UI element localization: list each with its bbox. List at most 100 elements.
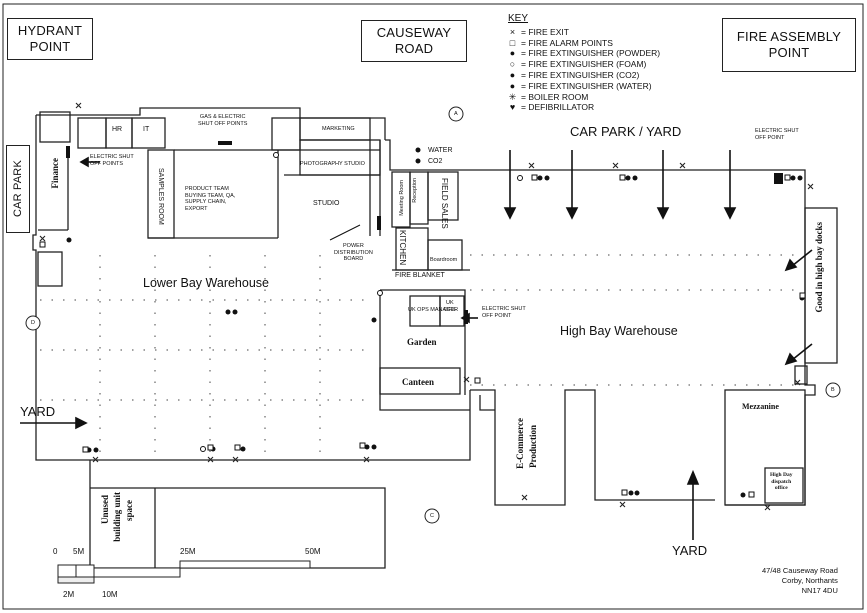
legend-title: KEY bbox=[508, 13, 529, 24]
legend: KEY × = FIRE EXIT □ = FIRE ALARM POINTS ● =… bbox=[508, 13, 708, 113]
address-block: 47/48 Causeway Road Corby, Northants NN1… bbox=[762, 566, 838, 596]
legend-item: × = FIRE EXIT bbox=[508, 27, 708, 38]
legend-label: = BOILER ROOM bbox=[521, 91, 589, 102]
dispatch-line-1: High Day bbox=[770, 472, 793, 478]
room-production: Production bbox=[528, 425, 538, 468]
address-line-1: 47/48 Causeway Road bbox=[762, 566, 838, 575]
boiler-room-icon: ✳ bbox=[508, 91, 517, 102]
causeway-line-2: ROAD bbox=[394, 41, 434, 56]
water-label: WATER bbox=[428, 147, 453, 154]
gas-line-1: GAS & ELECTRIC bbox=[199, 114, 246, 120]
gas-line-2: SHUT OFF POINTS bbox=[198, 120, 248, 127]
car-park-left-text: CAR PARK bbox=[12, 160, 24, 218]
room-finance: Finance bbox=[50, 158, 60, 189]
legend-item: ○ = FIRE EXTINGUISHER (FOAM) bbox=[508, 59, 708, 70]
gas-electric-shutoff: GAS & ELECTRIC SHUT OFF POINTS bbox=[198, 114, 247, 127]
scale-label-2m: 2M bbox=[63, 590, 75, 599]
room-dispatch-office: High Day dispatch office bbox=[770, 472, 792, 492]
legend-item: ● = FIRE EXTINGUISHER (WATER) bbox=[508, 81, 708, 92]
co2-label: CO2 bbox=[428, 158, 443, 165]
extinguisher-water-icon: ● bbox=[509, 80, 516, 91]
yard-bottom-label: YARD bbox=[672, 543, 708, 558]
esl-line-1: ELECTRIC SHUT bbox=[90, 154, 134, 160]
room-ops-manager: UK OPS MANAGER bbox=[408, 307, 459, 313]
room-canteen: Canteen bbox=[402, 377, 434, 387]
room-meeting: Meeting Room bbox=[399, 180, 405, 216]
scale-label-0: 0 bbox=[53, 547, 58, 556]
extinguisher-powder-icon: ● bbox=[509, 48, 516, 59]
page-border bbox=[2, 3, 864, 610]
electric-shutoff-mid: ELECTRIC SHUT OFF POINT bbox=[482, 306, 526, 319]
electric-shutoff-left: ELECTRIC SHUT OFF POINTS bbox=[90, 154, 134, 167]
legend-label: = FIRE EXTINGUISHER (POWDER) bbox=[521, 48, 661, 59]
address-line-3: NN17 4DU bbox=[801, 586, 838, 595]
area-unused-line-2: building unit bbox=[112, 492, 122, 542]
product-line-1: PRODUCT TEAM bbox=[185, 186, 229, 192]
uk-ops-line-2: OPS bbox=[444, 306, 456, 313]
legend-item: □ = FIRE ALARM POINTS bbox=[508, 38, 708, 49]
circle-c-label: C bbox=[430, 513, 434, 519]
circle-d-label: D bbox=[31, 320, 35, 326]
product-line-3: SUPPLY CHAIN, bbox=[185, 199, 227, 205]
legend-label: = FIRE ALARM POINTS bbox=[521, 37, 613, 48]
area-unused-line-3: space bbox=[124, 500, 134, 521]
assembly-line-1: FIRE ASSEMBLY bbox=[736, 29, 842, 44]
address-line-2: Corby, Northants bbox=[781, 576, 838, 585]
scale-label-50m: 50M bbox=[305, 547, 321, 556]
legend-label: = FIRE EXIT bbox=[521, 26, 569, 37]
circle-a-label: A bbox=[454, 111, 458, 117]
pdb-line-3: BOARD bbox=[343, 256, 364, 262]
assembly-line-2: POINT bbox=[768, 45, 810, 60]
esr-line-1: ELECTRIC SHUT bbox=[755, 128, 799, 134]
esr-line-2: OFF POINT bbox=[755, 134, 785, 141]
scale-label-10m: 10M bbox=[102, 590, 118, 599]
room-uk-ops: UK OPS bbox=[444, 300, 456, 313]
legend-item: ● = FIRE EXTINGUISHER (POWDER) bbox=[508, 48, 708, 59]
extinguisher-foam-icon: ○ bbox=[509, 59, 516, 70]
yard-left-label: YARD bbox=[20, 404, 56, 419]
area-lower-bay: Lower Bay Warehouse bbox=[143, 276, 269, 290]
ecommerce-line-1: E-Commerce bbox=[515, 418, 525, 469]
circle-b-label: B bbox=[831, 387, 835, 393]
room-kitchen: KITCHEN bbox=[398, 230, 407, 266]
room-studio: STUDIO bbox=[313, 200, 340, 207]
room-marketing: MARKETING bbox=[322, 126, 355, 132]
product-line-4: EXPORT bbox=[185, 205, 208, 212]
room-garden: Garden bbox=[407, 337, 437, 347]
car-park-left-label: CAR PARK bbox=[6, 145, 30, 233]
room-field-sales: FIELD SALES bbox=[440, 178, 449, 229]
area-high-bay: High Bay Warehouse bbox=[560, 324, 678, 338]
room-hr: HR bbox=[112, 126, 123, 133]
alarm-point-icon: □ bbox=[509, 37, 516, 48]
dispatch-line-2: dispatch bbox=[771, 478, 792, 485]
room-mezzanine: Mezzanine bbox=[742, 402, 779, 411]
uk-ops-line-1: UK bbox=[445, 300, 454, 306]
fire-blanket-label: FIRE BLANKET bbox=[395, 272, 445, 279]
hydrant-line-1: HYDRANT bbox=[17, 23, 83, 38]
extinguisher-co2-icon: ● bbox=[509, 69, 516, 80]
hydrant-line-2: POINT bbox=[29, 39, 71, 54]
legend-label: = FIRE EXTINGUISHER (FOAM) bbox=[521, 59, 647, 70]
legend-item: ♥ = DEFIBRILLATOR bbox=[508, 102, 708, 113]
room-reception: Reception bbox=[412, 178, 418, 203]
power-distribution-board: POWER DISTRIBUTION BOARD bbox=[334, 243, 373, 263]
scale-label-25m: 25M bbox=[180, 547, 196, 556]
pdb-line-2: DISTRIBUTION bbox=[334, 249, 373, 256]
room-photography-studio: PHOTOGRAPHY STUDIO bbox=[300, 161, 365, 167]
room-ecommerce: E-Commerce bbox=[515, 418, 525, 469]
dispatch-line-3: office bbox=[774, 485, 788, 491]
product-line-2: BUYING TEAM, QA, bbox=[185, 192, 236, 199]
car-park-yard-label: CAR PARK / YARD bbox=[570, 124, 682, 139]
pdb-line-1: POWER bbox=[343, 243, 364, 249]
fire-exit-icon: × bbox=[509, 26, 516, 37]
defibrillator-icon: ♥ bbox=[509, 102, 516, 113]
legend-label: = FIRE EXTINGUISHER (CO2) bbox=[521, 69, 640, 80]
legend-item: ✳ = BOILER ROOM bbox=[508, 92, 708, 103]
esl-line-2: OFF POINTS bbox=[90, 160, 123, 167]
legend-label: = FIRE EXTINGUISHER (WATER) bbox=[521, 80, 652, 91]
legend-label: = DEFIBRILLATOR bbox=[521, 102, 595, 113]
